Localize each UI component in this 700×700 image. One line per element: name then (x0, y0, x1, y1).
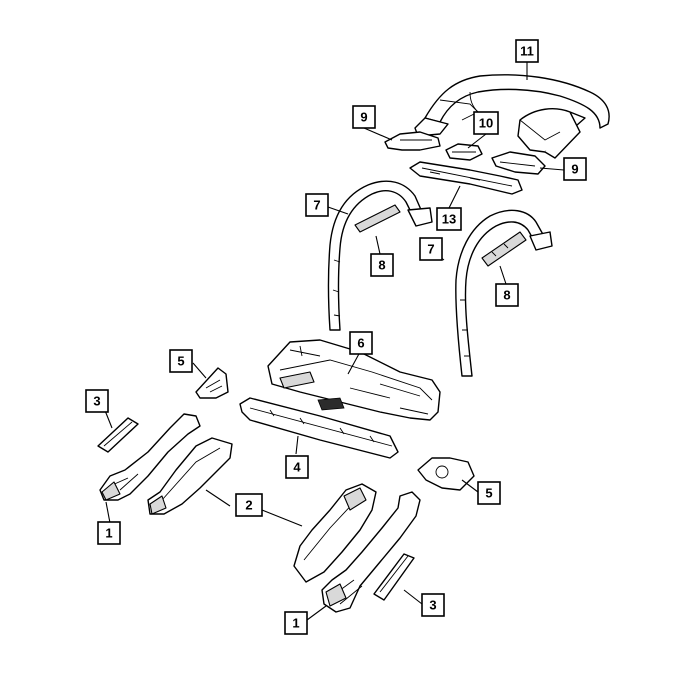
part-10-bracket (445, 143, 483, 161)
part-9-left-bracket (384, 131, 441, 151)
callout-8-right: 8 (495, 283, 519, 307)
part-1-left-pillar (99, 413, 201, 501)
part-7-left-pillar-hoop (327, 180, 433, 331)
callout-10: 10 (473, 111, 499, 135)
part-2-right-panel (293, 483, 377, 583)
part-1-right-pillar (321, 491, 421, 613)
svg-text:5: 5 (485, 486, 492, 501)
callout-3-right: 3 (421, 593, 445, 617)
part-4-cross-member (239, 397, 399, 459)
callout-5-left: 5 (169, 349, 193, 373)
callout-9-right: 9 (563, 157, 587, 181)
svg-text:3: 3 (93, 394, 100, 409)
svg-text:8: 8 (378, 258, 385, 273)
svg-text:4: 4 (293, 460, 301, 475)
svg-text:10: 10 (479, 116, 493, 131)
svg-text:8: 8 (503, 288, 510, 303)
svg-text:13: 13 (442, 212, 456, 227)
callout-8-left: 8 (370, 253, 394, 277)
callout-1-right: 1 (284, 611, 308, 635)
callout-11: 11 (515, 39, 539, 63)
svg-text:1: 1 (292, 616, 299, 631)
callout-13: 13 (436, 207, 462, 231)
svg-text:9: 9 (571, 162, 578, 177)
part-3-right-rail (373, 553, 415, 601)
part-2-left-panel (147, 437, 233, 515)
svg-text:7: 7 (313, 198, 320, 213)
part-9-right-bracket (491, 151, 546, 175)
svg-text:5: 5 (177, 354, 184, 369)
part-6-floor-pan (267, 339, 441, 421)
svg-text:11: 11 (520, 44, 534, 59)
leader-lines (103, 62, 565, 621)
svg-text:6: 6 (357, 336, 364, 351)
part-5-right-bracket (417, 457, 475, 491)
svg-text:7: 7 (427, 242, 434, 257)
callout-9-left: 9 (352, 105, 376, 129)
callout-1-left: 1 (97, 521, 121, 545)
svg-text:1: 1 (105, 526, 112, 541)
callout-6: 6 (349, 331, 373, 355)
callout-4: 4 (285, 455, 309, 479)
callout-5-right: 5 (477, 481, 501, 505)
svg-text:9: 9 (360, 110, 367, 125)
callout-7-right: 7 (419, 237, 443, 261)
part-3-left-rail (97, 417, 139, 453)
part-5-left-bracket (195, 367, 229, 399)
part-7-right-pillar-hoop (455, 209, 553, 377)
svg-text:3: 3 (429, 598, 436, 613)
part-11-roll-bar-hoop (414, 74, 610, 159)
callout-2: 2 (235, 493, 263, 517)
callout-7-left: 7 (305, 193, 329, 217)
svg-text:2: 2 (245, 498, 252, 513)
part-13-cross-bar (409, 161, 523, 195)
callout-3-left: 3 (85, 389, 109, 413)
